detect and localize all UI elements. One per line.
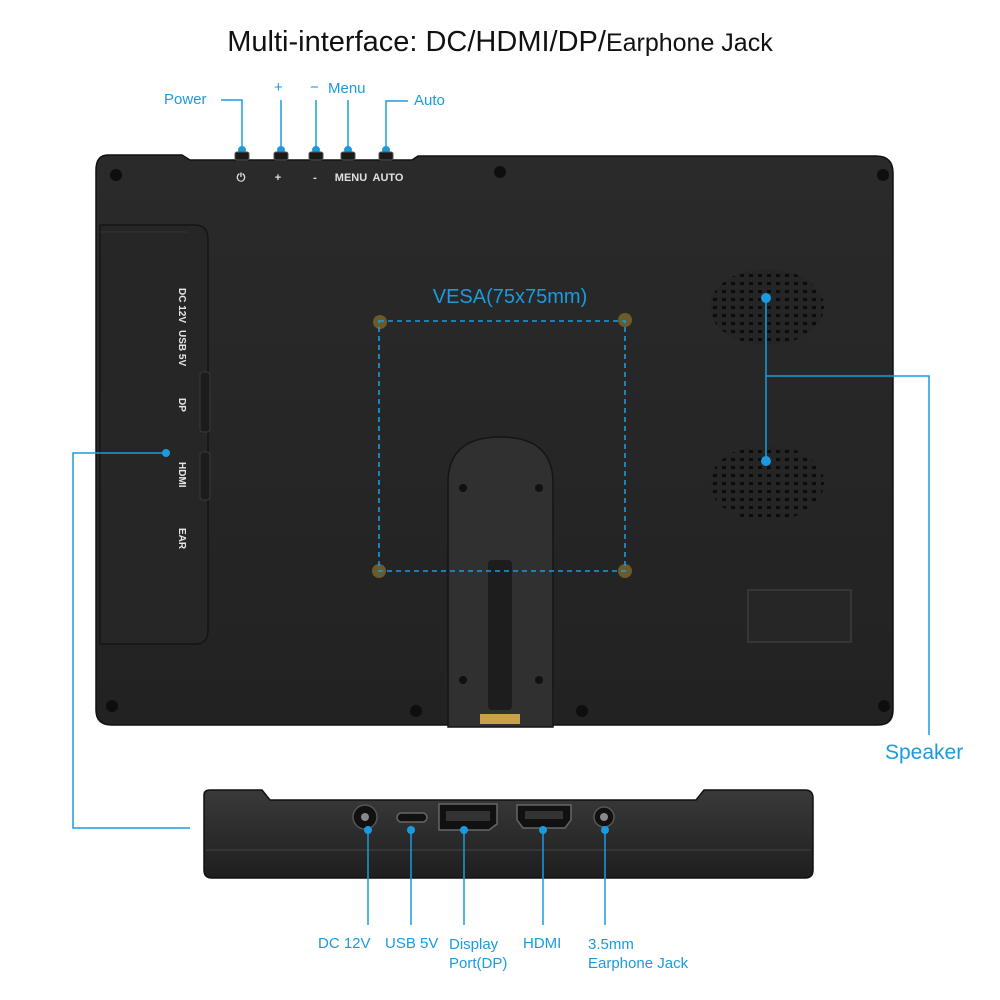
- auto-marking: AUTO: [373, 172, 404, 184]
- vesa-holes: [372, 313, 632, 578]
- earphone-callout-line1: 3.5mm: [588, 936, 634, 953]
- side-marking-dp: DP: [176, 398, 187, 412]
- back-screws: [106, 166, 890, 717]
- auto-callout-label: Auto: [414, 92, 445, 109]
- hdmi-callout-label: HDMI: [523, 935, 562, 952]
- dp-callout-line1: Display: [449, 936, 499, 953]
- earphone-callout-line2: Earphone Jack: [588, 955, 689, 972]
- title-tail: Earphone Jack: [605, 29, 773, 57]
- power-callout-label: Power: [164, 91, 207, 108]
- plus-callout-label: +: [274, 79, 283, 96]
- dp-callout-label: Display Port(DP): [449, 935, 507, 973]
- side-marking-usb: USB 5V: [176, 330, 187, 366]
- earphone-callout-label: 3.5mm Earphone Jack: [588, 935, 688, 973]
- speaker-callout: [765, 298, 930, 735]
- monitor-back: [95, 151, 894, 728]
- usb-callout-label: USB 5V: [385, 935, 439, 952]
- dc-callout-label: DC 12V: [318, 935, 371, 952]
- side-marking-ear: EAR: [176, 528, 187, 550]
- menu-marking: MENU: [335, 172, 367, 184]
- minus-marking: -: [313, 172, 317, 184]
- side-port-markings: DC 12V USB 5V DP HDMI EAR: [176, 288, 187, 550]
- menu-callout-label: Menu: [328, 80, 366, 97]
- bottom-callout-lines: [367, 830, 606, 925]
- vesa-dashed-square: [378, 320, 626, 572]
- speaker-label: Speaker: [885, 741, 963, 764]
- power-marking: ⏻: [237, 171, 246, 184]
- speaker-grille-upper: [710, 269, 824, 345]
- label-plate: [747, 589, 852, 643]
- kickstand: [447, 436, 554, 728]
- minus-callout-label: −: [310, 79, 319, 96]
- vesa-label: VESA(75x75mm): [433, 286, 588, 308]
- side-ports-callout: [72, 452, 190, 829]
- top-buttons: [234, 151, 394, 161]
- monitor-edge-view: [203, 789, 814, 879]
- speaker-grille-lower: [710, 445, 824, 521]
- usb-c-port: [396, 812, 428, 823]
- plus-marking: +: [275, 172, 281, 184]
- top-callout-lines: [221, 99, 408, 150]
- side-marking-dc: DC 12V: [176, 288, 187, 323]
- bottom-callout-dots: [364, 826, 609, 834]
- side-marking-hdmi: HDMI: [176, 462, 187, 488]
- dp-callout-line2: Port(DP): [449, 955, 508, 972]
- title-main: Multi-interface: DC/HDMI/DP/: [227, 26, 606, 58]
- button-markings: ⏻ + - MENU AUTO: [237, 171, 404, 184]
- diagram-title: Multi-interface: DC/HDMI/DP/Earphone Jac…: [0, 26, 1000, 59]
